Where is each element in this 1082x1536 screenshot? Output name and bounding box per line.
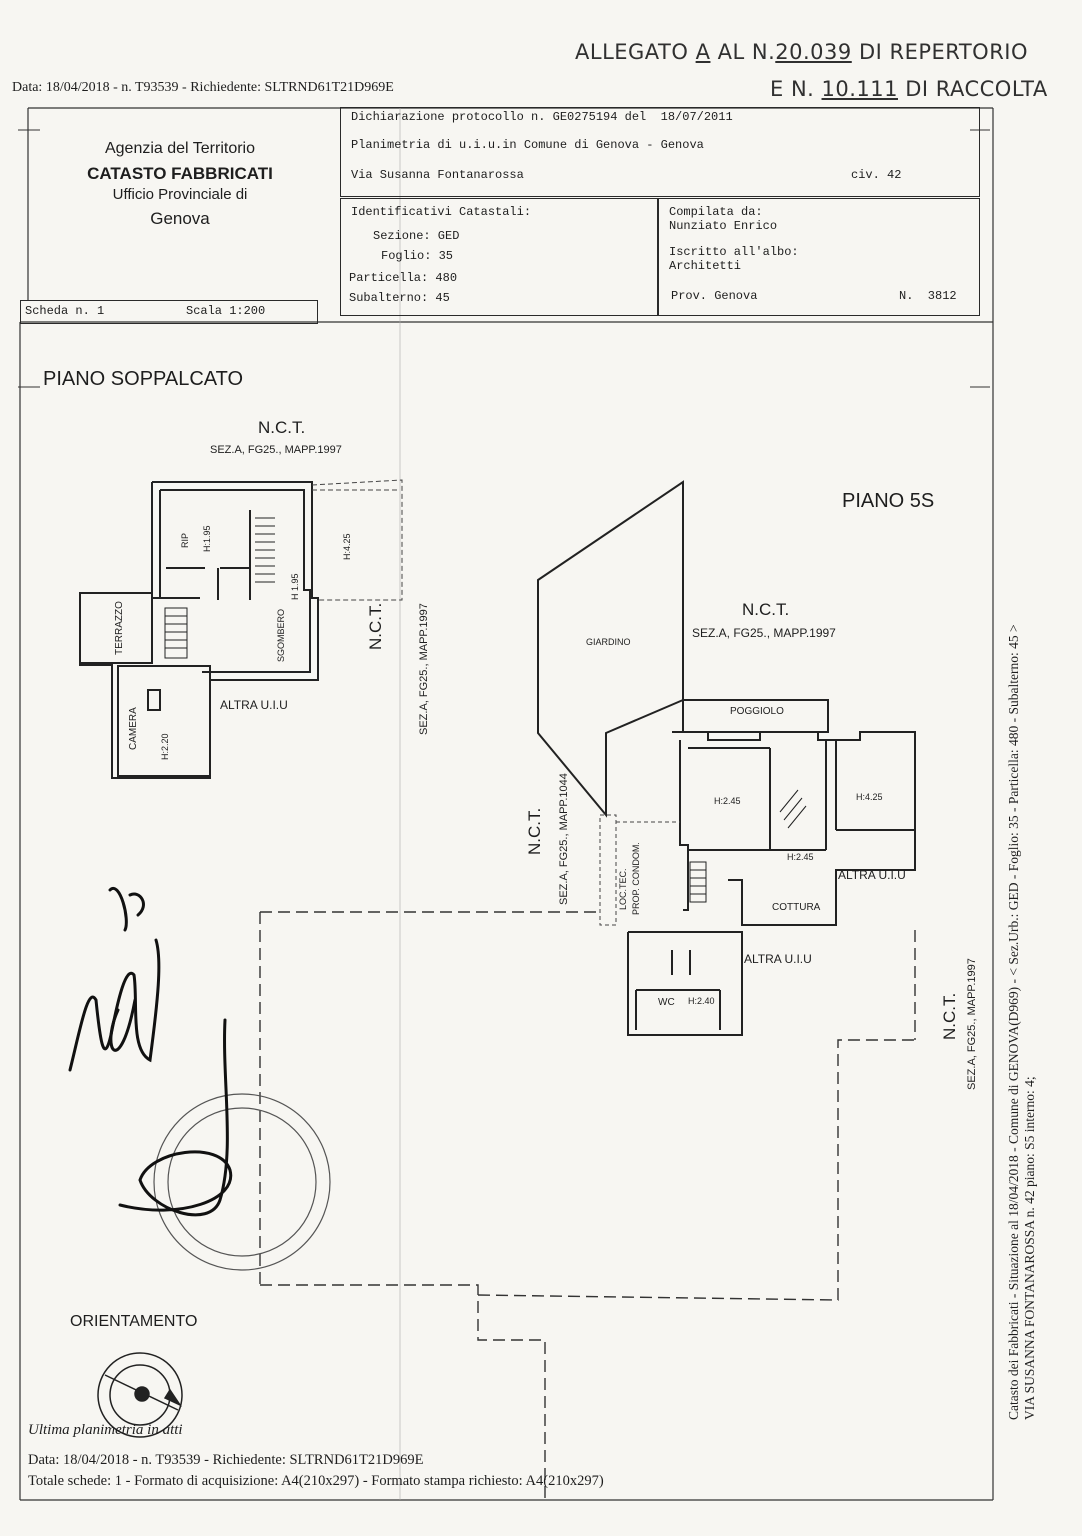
compilata-title: Compilata da: [669,205,763,219]
room-camera: CAMERA [128,707,139,750]
particella-text: Particella: 480 [349,271,458,285]
foglio-text: Foglio: 35 [381,249,454,263]
altra-uiu-2: ALTRA U.I.U [838,868,906,882]
identificativi-title: Identificativi Catastali: [351,205,532,219]
hall-height: H:2.45 [787,852,814,862]
side-note-line-1: Catasto dei Fabbricati - Situazione al 1… [1006,624,1021,1420]
sez-label-vertical-1: SEZ.A, FG25., MAPP.1997 [418,603,430,735]
allegato-line2-prefix: E N. [770,77,815,101]
catasto-title: CATASTO FABBRICATI [87,164,273,183]
province-name: Genova [150,209,210,228]
compilata-box: Compilata da: Nunziato Enrico Iscritto a… [658,198,980,316]
allegato-line-2: E N. 10.111 DI RACCOLTA [770,77,1048,101]
sezione-text: Sezione: GED [373,229,460,243]
nct-label-vertical-2: N.C.T. [525,807,544,855]
allegato-line-1: ALLEGATO A AL N.20.039 DI REPERTORIO [575,40,1028,64]
room-rip-height: H:1.95 [202,525,212,552]
scheda-box: Scheda n. 1 Scala 1:200 [20,300,318,324]
civ-text: civ. 42 [851,168,902,182]
sez-label-right: SEZ.A, FG25., MAPP.1997 [692,626,836,640]
allegato-prefix: ALLEGATO [575,40,689,64]
room-rip: RIP [180,532,190,548]
signature [68,886,233,1217]
room-poggiolo: POGGIOLO [730,706,784,717]
room-1-height: H:2.45 [714,796,741,806]
raccolta-number: 10.111 [821,77,898,101]
room-camera-height: H:2.20 [160,733,170,760]
identificativi-box: Identificativi Catastali: Sezione: GED F… [340,198,658,316]
sez-label-top: SEZ.A, FG25., MAPP.1997 [210,444,342,456]
prov-text: Prov. Genova [671,289,758,303]
albo-value: Architetti [669,259,742,273]
dichiarazione-text: Dichiarazione protocollo n. GE0275194 de… [351,110,733,124]
piano-5s-label: PIANO 5S [842,490,935,512]
planimetria-text: Planimetria di u.i.u.in Comune di Genova… [351,138,704,152]
nct-label-top: N.C.T. [258,418,306,437]
orientamento-label: ORIENTAMENTO [70,1313,198,1330]
allegato-suffix: DI REPERTORIO [858,40,1029,64]
repertorio-number: 20.039 [775,40,852,64]
room-cottura: COTTURA [772,902,821,913]
footer-ultima: Ultima planimetria in atti [28,1422,183,1438]
piano-soppalcato-label: PIANO SOPPALCATO [43,368,244,390]
room-giardino: GIARDINO [586,637,631,647]
room-sgombero: SGOMBERO [276,608,286,662]
sez-label-vertical-3: SEZ.A, FG25., MAPP.1997 [966,958,978,1090]
terrace-height: H:4.25 [342,533,352,560]
compilata-name: Nunziato Enrico [669,219,778,233]
allegato-mid: AL N. [717,40,776,64]
room-wc: WC [658,997,675,1008]
nct-label-right: N.C.T. [742,600,790,619]
room-2-height: H:4.25 [856,792,883,802]
footer-data-line: Data: 18/04/2018 - n. T93539 - Richieden… [28,1452,424,1468]
prop-condom-label: PROP. CONDOM. [631,842,641,915]
agency-name: Agenzia del Territorio [104,140,255,157]
sez-label-vertical-2: SEZ.A, FG25., MAPP.1044 [558,773,570,905]
altra-uiu-3: ALTRA U.I.U [744,952,812,966]
seal-stamp [153,1093,331,1271]
allegato-letter: A [695,40,711,64]
room-wc-height: H:2.40 [688,996,715,1006]
room-terrazzo: TERRAZZO [114,601,125,655]
iscritto-label: Iscritto all'albo: [669,245,799,259]
altra-uiu-1: ALTRA U.I.U [220,698,288,712]
nct-label-vertical-1: N.C.T. [366,602,385,650]
header-line: Data: 18/04/2018 - n. T93539 - Richieden… [12,80,394,95]
compass-icon [97,1352,183,1438]
side-note-line-2: VIA SUSANNA FONTANAROSSA n. 42 piano: S5… [1022,1076,1037,1420]
via-text: Via Susanna Fontanarossa [351,168,524,182]
room-sgombero-height: H 1.95 [290,573,300,600]
subalterno-text: Subalterno: 45 [349,291,450,305]
loc-tec-label: LOC.TEC. [618,868,628,910]
numero-text: N. 3812 [899,289,957,303]
side-note: Catasto dei Fabbricati - Situazione al 1… [1006,340,1038,1420]
protocol-box: Dichiarazione protocollo n. GE0275194 de… [340,107,980,197]
allegato-line2-suffix: DI RACCOLTA [905,77,1048,101]
ufficio-label: Ufficio Provinciale di [112,186,248,203]
scala-label: Scala 1:200 [186,304,266,318]
agency-block: Agenzia del Territorio CATASTO FABBRICAT… [60,140,300,229]
scheda-label: Scheda n. 1 [25,304,105,318]
footer-totale: Totale schede: 1 - Formato di acquisizio… [28,1473,604,1489]
nct-label-vertical-3: N.C.T. [940,992,959,1040]
